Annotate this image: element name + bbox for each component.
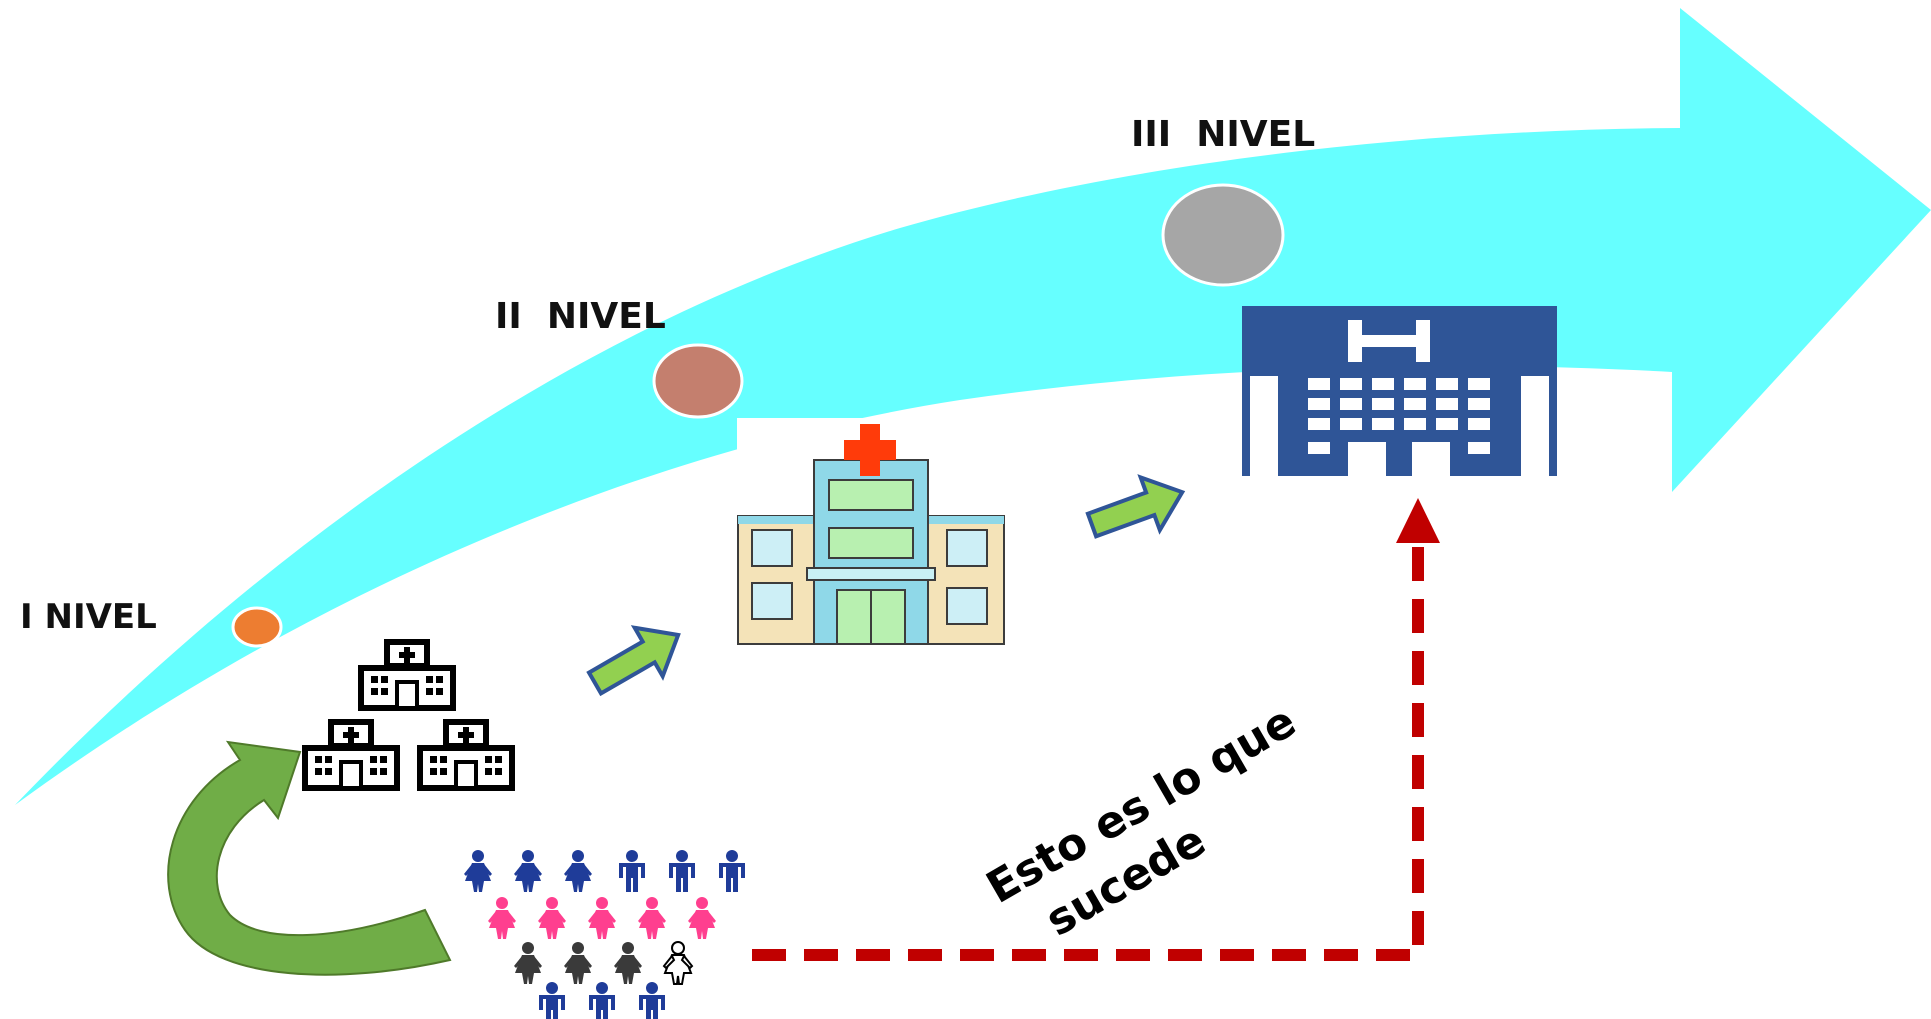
level-2-dot [652,343,744,419]
level-3-dot [1161,183,1285,287]
person-figure [663,941,693,985]
person-figure [614,942,642,984]
person-figure [688,897,716,939]
progression-arrow [15,8,1931,805]
person-figure [464,850,492,892]
dashed-direct-path [752,498,1440,961]
note-text: Esto es lo que sucede [978,696,1304,947]
person-figure [669,850,695,892]
person-figure [514,942,542,984]
curved-arrow-people-to-clinics [167,740,452,976]
person-figure [514,850,542,892]
person-figure [619,850,645,892]
arrow-level2-to-level3 [1085,474,1186,539]
person-figure [488,897,516,939]
level-1-label: I NIVEL [20,597,157,637]
level-3-label: III NIVEL [1131,114,1315,155]
person-figure [639,982,665,1019]
person-figure [538,897,566,939]
person-figure [564,942,592,984]
hospital-icon [737,418,1007,650]
person-figure [539,982,565,1019]
clinic-icon [305,642,512,788]
tertiary-hospital-icon [1242,306,1557,476]
person-figure [588,897,616,939]
person-figure [638,897,666,939]
arrow-level1-to-level2 [586,625,681,697]
progression-arrow-body [15,8,1931,805]
people-icon [464,850,745,1019]
person-figure [564,850,592,892]
level-1-dot [231,606,283,648]
person-figure [589,982,615,1019]
level-2-label: II NIVEL [495,296,666,337]
person-figure [719,850,745,892]
